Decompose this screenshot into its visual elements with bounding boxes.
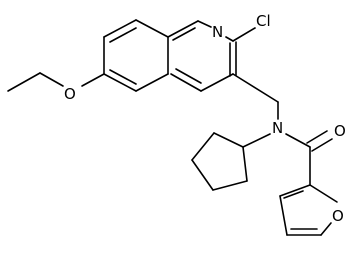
bond: [170, 73, 202, 92]
bond: [212, 180, 248, 191]
bond: [167, 20, 199, 38]
bond: [285, 133, 311, 148]
bond: [103, 73, 137, 92]
atom-labels: N Cl O N O O: [64, 12, 346, 225]
bond: [232, 27, 256, 42]
nitrogen-atom-label: N: [212, 23, 223, 41]
bond: [306, 130, 328, 144]
bond: [213, 132, 244, 148]
bond: [191, 132, 215, 161]
bond: [283, 190, 304, 199]
bond: [191, 159, 214, 191]
chlorine-atom-label: Cl: [256, 12, 271, 30]
bond: [103, 19, 137, 38]
bond: [172, 27, 196, 41]
carbonyl-oxygen-atom-label: O: [334, 122, 346, 140]
bond: [200, 73, 234, 92]
bond: [135, 19, 169, 38]
bond: [175, 68, 202, 84]
furan-oxygen-atom-label: O: [332, 207, 344, 225]
bond: [311, 138, 333, 152]
bond: [309, 184, 338, 203]
bond: [109, 27, 137, 43]
bond: [279, 195, 288, 236]
bond: [279, 184, 311, 197]
bond: [232, 73, 279, 103]
bond: [7, 72, 41, 92]
bond: [109, 69, 137, 85]
bond: [197, 20, 212, 28]
bond: [135, 73, 169, 92]
bonds: [7, 19, 338, 236]
bond: [39, 72, 64, 87]
bond: [225, 36, 234, 42]
bond: [81, 73, 105, 87]
bond: [242, 133, 271, 148]
bond: [320, 222, 332, 236]
ether-oxygen-atom-label: O: [64, 85, 76, 103]
bond: [242, 146, 248, 182]
amide-nitrogen-atom-label: N: [272, 119, 283, 137]
